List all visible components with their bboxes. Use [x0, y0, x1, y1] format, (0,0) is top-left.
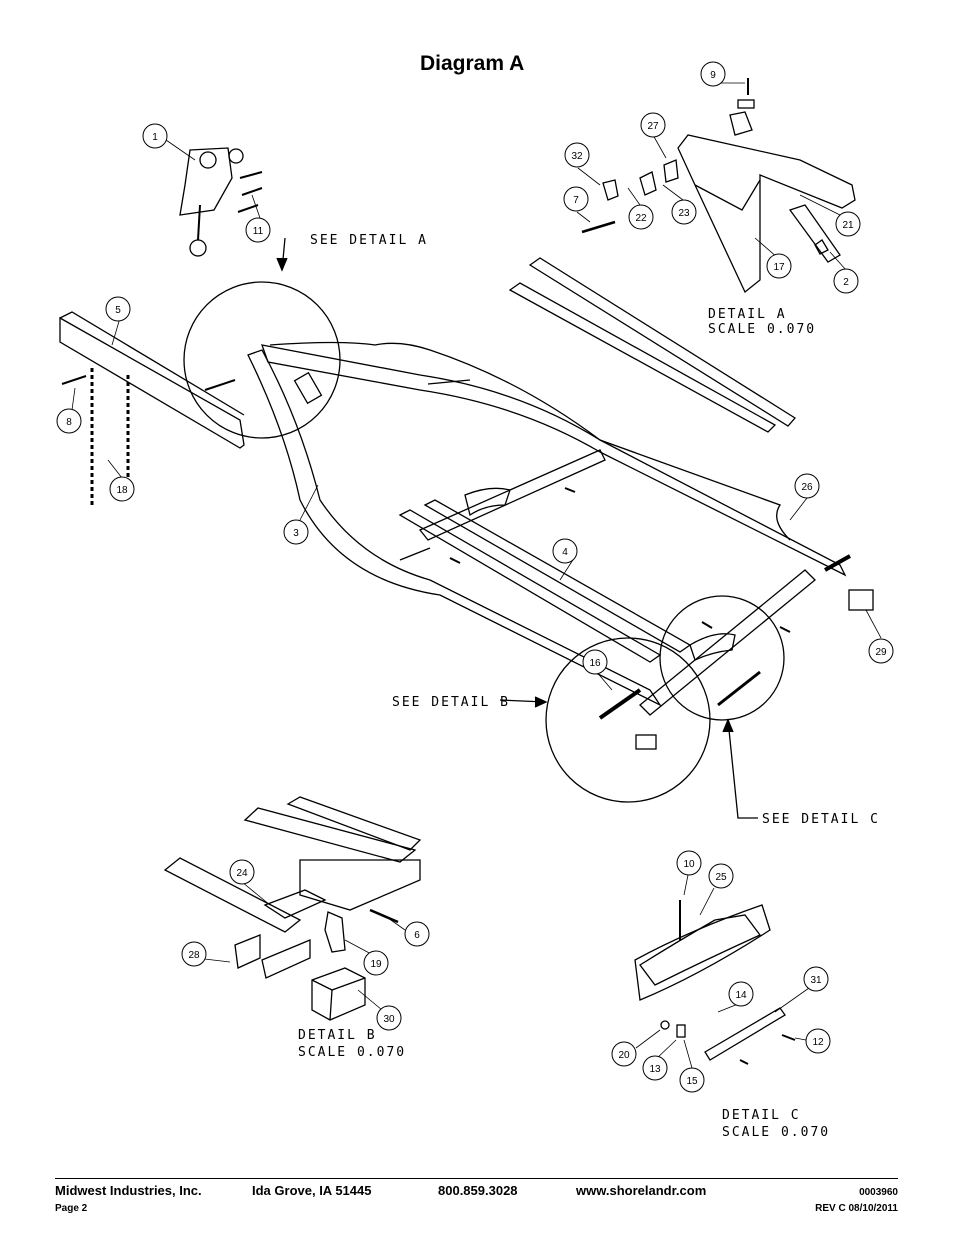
balloon-15: 15: [679, 1067, 705, 1093]
svg-text:29: 29: [875, 647, 887, 658]
balloon-6: 6: [404, 921, 430, 947]
balloon-18: 18: [109, 476, 135, 502]
balloon-7: 7: [563, 186, 589, 212]
svg-text:22: 22: [635, 213, 647, 224]
balloon-21: 21: [835, 211, 861, 237]
balloon-1: 1: [142, 123, 168, 149]
balloon-25: 25: [708, 863, 734, 889]
svg-text:4: 4: [562, 547, 568, 558]
company-website[interactable]: www.shorelandr.com: [576, 1183, 707, 1198]
revision-info: REV C 08/10/2011: [815, 1203, 898, 1214]
balloon-2: 2: [833, 268, 859, 294]
balloon-23: 23: [671, 199, 697, 225]
svg-text:10: 10: [683, 859, 695, 870]
balloon-5: 5: [105, 296, 131, 322]
detail-a-name: DETAIL A: [708, 307, 787, 322]
svg-text:16: 16: [589, 658, 601, 669]
company-city: Ida Grove, IA 51445: [252, 1183, 372, 1198]
detail-a-sketch: [581, 78, 856, 294]
svg-text:2: 2: [843, 277, 849, 288]
detail-b-sketch: [163, 796, 422, 1021]
see-detail-a-label: SEE DETAIL A: [310, 233, 428, 248]
svg-text:17: 17: [773, 262, 785, 273]
balloon-31: 31: [803, 966, 829, 992]
balloon-29: 29: [868, 638, 894, 664]
svg-text:3: 3: [293, 528, 299, 539]
balloon-28: 28: [181, 941, 207, 967]
svg-text:28: 28: [188, 950, 200, 961]
balloon-32: 32: [564, 142, 590, 168]
svg-text:1: 1: [152, 132, 158, 143]
detail-a-scale: SCALE 0.070: [708, 322, 816, 337]
svg-text:27: 27: [647, 121, 659, 132]
balloon-19: 19: [363, 950, 389, 976]
svg-text:20: 20: [618, 1050, 630, 1061]
winch-assembly: [179, 147, 263, 257]
svg-text:11: 11: [253, 226, 264, 237]
document-number: 0003960: [859, 1187, 898, 1198]
balloon-20: 20: [611, 1041, 637, 1067]
balloon-27: 27: [640, 112, 666, 138]
svg-text:32: 32: [571, 151, 583, 162]
part-balloons: 1 2 3 4 5 6 7 8 9 10 11 12 13 14 15 16 1…: [56, 61, 894, 1093]
balloon-10: 10: [676, 850, 702, 876]
svg-text:30: 30: [383, 1014, 395, 1025]
company-phone: 800.859.3028: [438, 1183, 518, 1198]
balloon-24: 24: [229, 859, 255, 885]
detail-c-name: DETAIL C: [722, 1108, 801, 1123]
svg-text:26: 26: [801, 482, 813, 493]
svg-text:7: 7: [573, 195, 579, 206]
svg-text:18: 18: [116, 485, 128, 496]
svg-text:13: 13: [649, 1064, 661, 1075]
balloon-30: 30: [376, 1005, 402, 1031]
see-detail-c-label: SEE DETAIL C: [762, 812, 880, 827]
detail-b-scale: SCALE 0.070: [298, 1045, 406, 1060]
detail-c-scale: SCALE 0.070: [722, 1125, 830, 1140]
balloon-13: 13: [642, 1055, 668, 1081]
balloon-4: 4: [552, 538, 578, 564]
balloon-8: 8: [56, 408, 82, 434]
balloon-12: 12: [805, 1028, 831, 1054]
svg-text:12: 12: [812, 1037, 824, 1048]
svg-text:25: 25: [715, 872, 727, 883]
svg-text:19: 19: [370, 959, 382, 970]
balloon-14: 14: [728, 981, 754, 1007]
svg-text:5: 5: [115, 305, 121, 316]
balloon-17: 17: [766, 253, 792, 279]
detail-b-name: DETAIL B: [298, 1028, 377, 1043]
svg-text:23: 23: [678, 208, 690, 219]
diagram-title: Diagram A: [420, 52, 525, 75]
balloon-3: 3: [283, 519, 309, 545]
balloon-22: 22: [628, 204, 654, 230]
company-name: Midwest Industries, Inc.: [55, 1183, 202, 1198]
balloon-9: 9: [700, 61, 726, 87]
balloon-16: 16: [582, 649, 608, 675]
svg-text:21: 21: [842, 220, 854, 231]
balloon-11: 11: [245, 217, 271, 243]
page-number: Page 2: [55, 1203, 88, 1214]
svg-text:24: 24: [236, 868, 248, 879]
balloon-26: 26: [794, 473, 820, 499]
svg-text:14: 14: [735, 990, 747, 1001]
svg-text:9: 9: [710, 70, 716, 81]
detail-callout-circles: [183, 237, 785, 819]
svg-text:15: 15: [686, 1076, 698, 1087]
svg-text:31: 31: [810, 975, 822, 986]
detail-c-sketch: [634, 900, 796, 1065]
svg-text:6: 6: [414, 930, 420, 941]
svg-text:8: 8: [66, 417, 72, 428]
see-detail-b-label: SEE DETAIL B: [392, 695, 510, 710]
page-footer: Midwest Industries, Inc. Ida Grove, IA 5…: [55, 1178, 898, 1214]
